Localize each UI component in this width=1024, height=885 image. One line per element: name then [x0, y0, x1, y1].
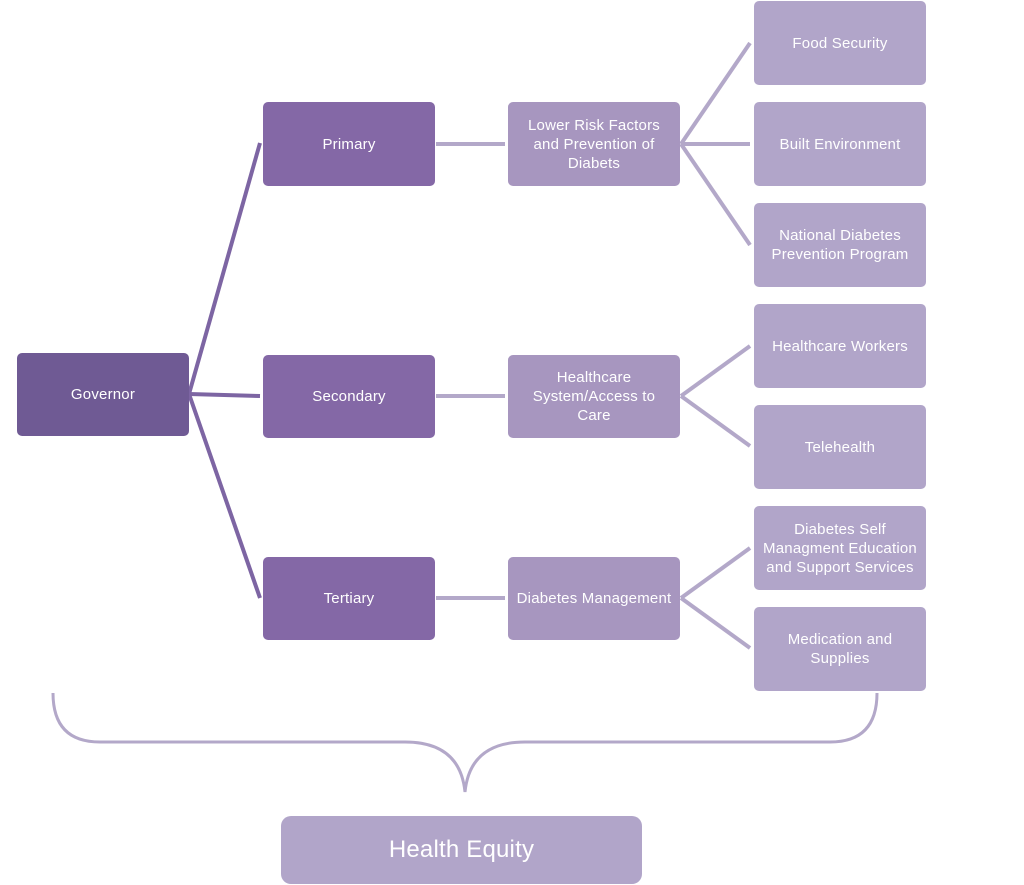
telehealth-node: Telehealth	[754, 405, 926, 489]
connector-focus1-item1	[679, 41, 752, 146]
health-equity-node: Health Equity	[281, 816, 642, 884]
connector-focus1-item3	[679, 142, 752, 247]
healthcare-workers-node: Healthcare Workers	[754, 304, 926, 388]
dsmes-node: Diabetes Self Managment Education and Su…	[754, 506, 926, 590]
diabetes-management-node: Diabetes Management	[508, 557, 680, 640]
food-security-node: Food Security	[754, 1, 926, 85]
connector-governor-secondary	[188, 392, 261, 398]
brace-connector	[51, 692, 879, 793]
risk-factors-node: Lower Risk Factors and Prevention of Dia…	[508, 102, 680, 186]
ndpp-node: National Diabetes Prevention Program	[754, 203, 926, 287]
connector-governor-primary	[187, 142, 262, 395]
connector-governor-tertiary	[187, 393, 262, 599]
connector-focus3-item2	[679, 596, 752, 650]
primary-node: Primary	[263, 102, 435, 186]
medication-supplies-node: Medication and Supplies	[754, 607, 926, 691]
connector-focus2-item2	[679, 394, 752, 448]
tertiary-node: Tertiary	[263, 557, 435, 640]
governor-node: Governor	[17, 353, 189, 436]
healthcare-system-node: Healthcare System/Access to Care	[508, 355, 680, 438]
connector-focus3-item1	[679, 546, 752, 600]
built-environment-node: Built Environment	[754, 102, 926, 186]
connector-focus2-item1	[679, 344, 752, 398]
secondary-node: Secondary	[263, 355, 435, 438]
